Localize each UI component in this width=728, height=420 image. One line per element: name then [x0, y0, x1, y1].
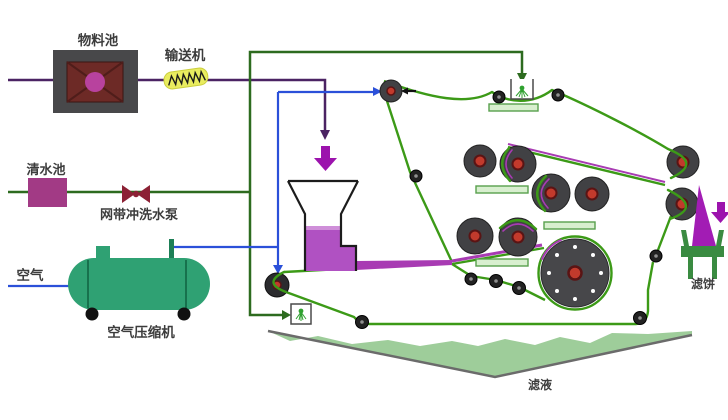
drip-trays [475, 103, 596, 267]
roller [379, 79, 403, 103]
filter-cake-cart [681, 230, 724, 279]
label-filtrate: 滤液 [528, 377, 552, 392]
diagram-labels: 物料池 输送机 清水池 网带冲洗水泵 空气 空气压缩机 滤饼 滤液 [17, 32, 716, 392]
valve-icon [122, 185, 150, 203]
sprinkler-icon [295, 308, 307, 321]
press-rollers [264, 79, 700, 329]
label-clean-water-pool: 清水池 [26, 162, 65, 177]
cake-cone [692, 185, 716, 246]
wash-spray-box-top [510, 79, 534, 100]
label-conveyor: 输送机 [165, 47, 206, 63]
air-arrowhead-down-icon [273, 265, 283, 274]
left-arrow-icon [401, 87, 416, 95]
roller [456, 217, 494, 255]
roller [574, 176, 610, 212]
idler-roller [355, 88, 663, 329]
slurry-arrowhead-icon [320, 130, 330, 140]
label-filter-cake: 滤饼 [691, 276, 715, 291]
air-arrowhead-right-icon [373, 87, 382, 96]
belt-strands [283, 79, 673, 326]
wheel-icon [177, 307, 191, 321]
screw-conveyor [163, 67, 209, 90]
material-pool [53, 50, 138, 113]
roller [463, 144, 497, 178]
wash-arrowhead-top-icon [517, 73, 527, 83]
screw-coil-icon [168, 69, 206, 87]
down-arrow-icon [314, 146, 337, 171]
roller [666, 145, 700, 179]
wash-arrowhead-bottom-icon [282, 310, 291, 320]
label-belt-wash-pump: 网带冲洗水泵 [100, 207, 178, 222]
feed-hopper [287, 179, 359, 271]
sludge-band [356, 143, 666, 270]
perforated-drum [540, 238, 610, 308]
label-material-pool: 物料池 [78, 32, 119, 48]
filtrate-basin [267, 329, 693, 379]
down-arrow-icon [711, 202, 728, 223]
filter-cake-discharge [681, 185, 728, 279]
sprinkler-icon [515, 85, 529, 98]
air-line [8, 90, 373, 288]
air-compressor [68, 239, 210, 321]
wash-spray-box-bottom [290, 303, 312, 325]
clean-water-pool [28, 178, 67, 207]
belt-wraps [272, 146, 688, 294]
wheel-icon [85, 307, 99, 321]
label-air: 空气 [17, 267, 44, 283]
label-air-compressor: 空气压缩机 [107, 324, 175, 340]
roller [665, 187, 699, 221]
